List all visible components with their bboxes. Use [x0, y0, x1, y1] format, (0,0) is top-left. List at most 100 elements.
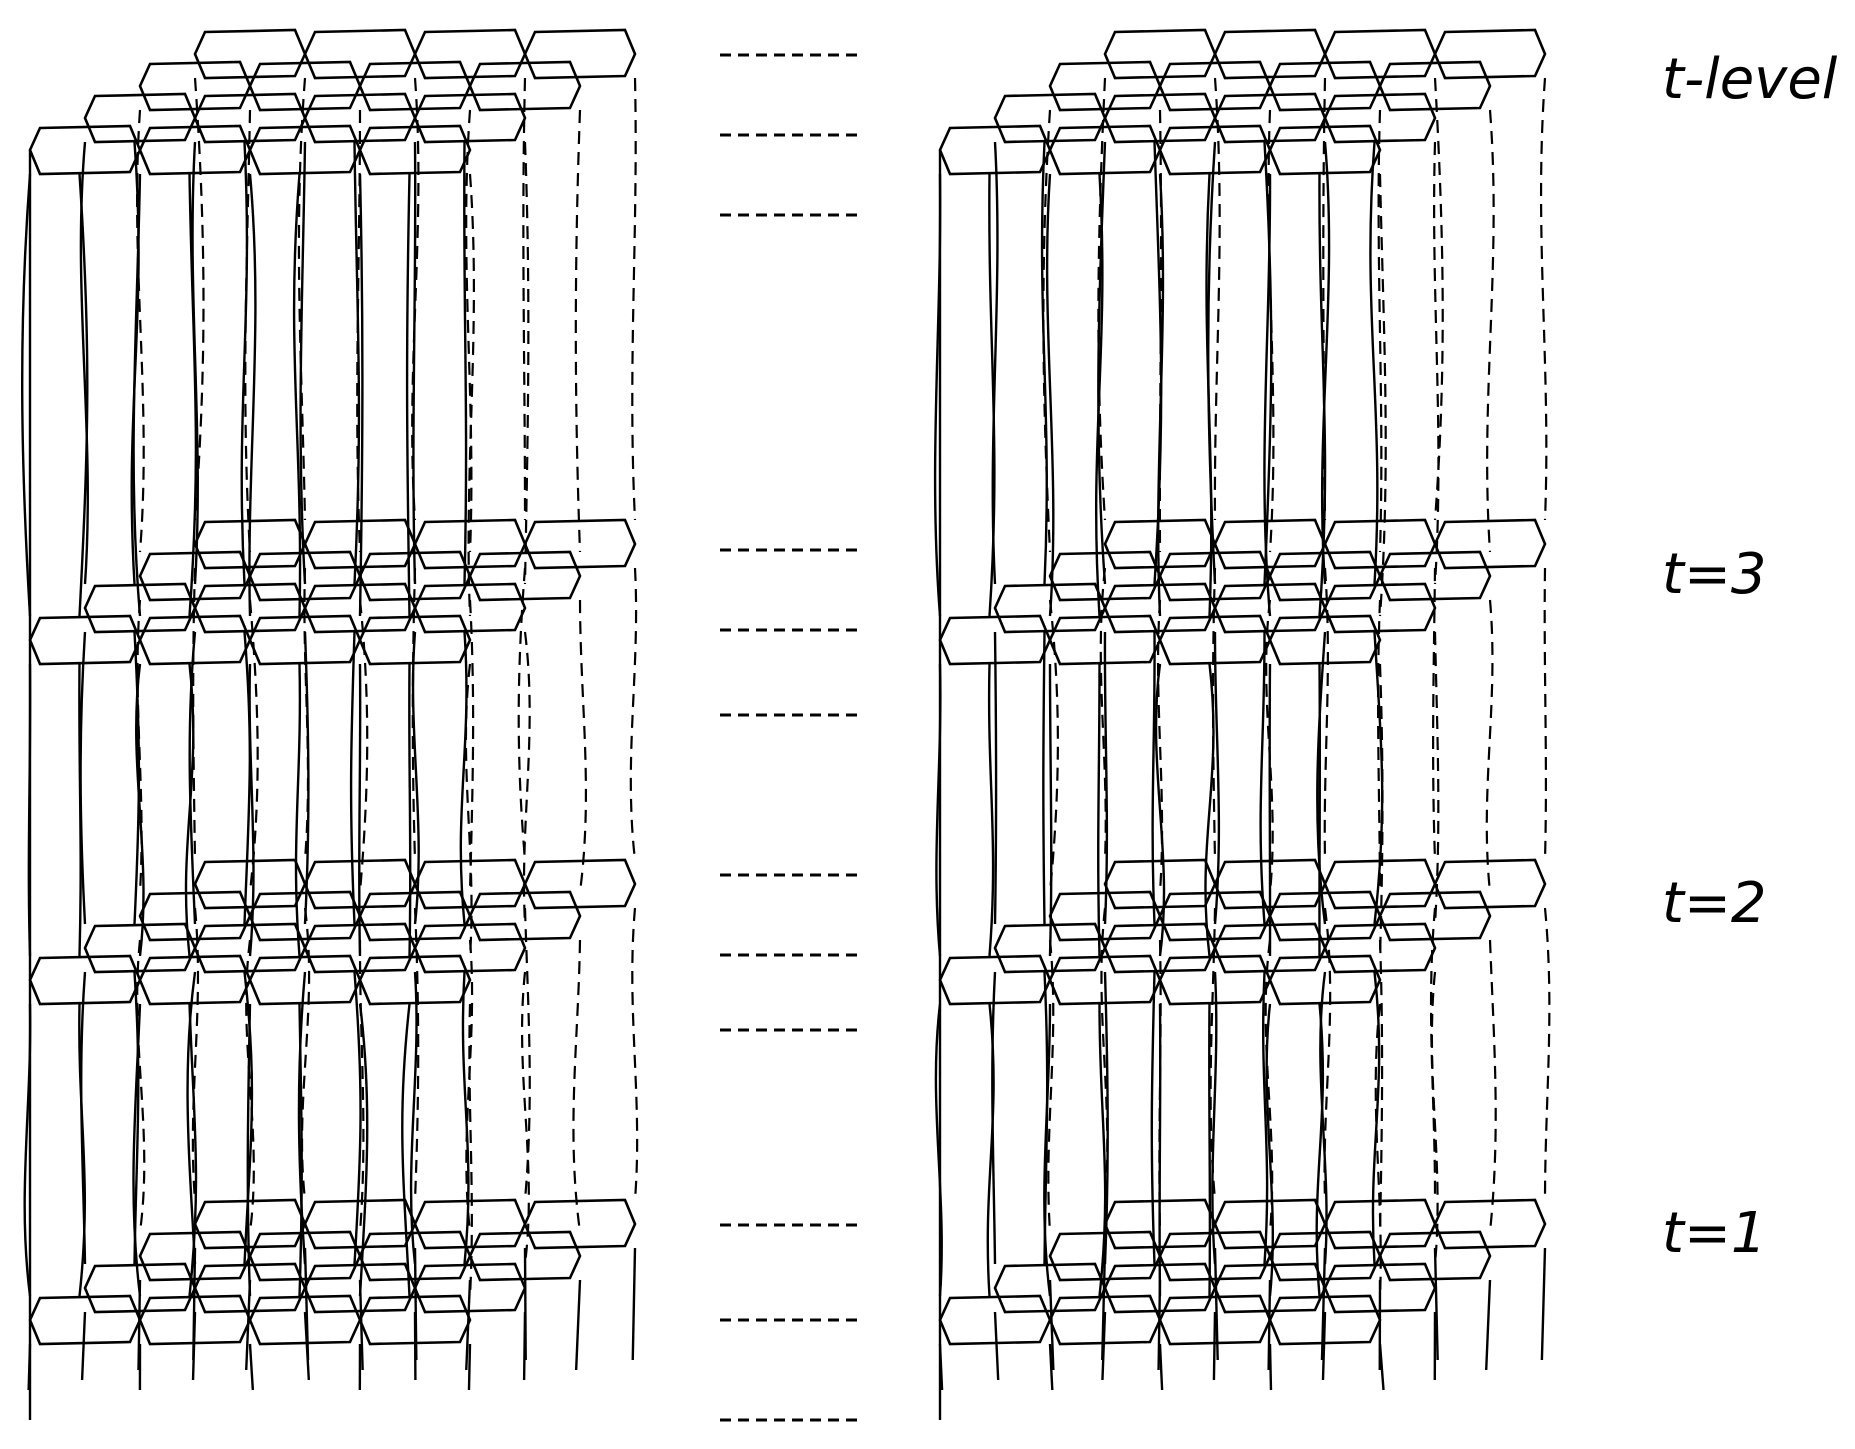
world-line: [413, 907, 420, 1201]
hex-cell: [413, 92, 527, 144]
world-line: [1543, 907, 1551, 1201]
world-line: [412, 141, 417, 585]
world-line: [132, 1003, 142, 1297]
world-line: [184, 663, 195, 957]
world-line: [993, 1311, 1000, 1381]
hex-cell: [413, 922, 527, 974]
world-line: [993, 631, 998, 925]
hex-cell: [1323, 922, 1437, 974]
world-line: [349, 631, 356, 925]
world-line: [358, 173, 364, 617]
world-line: [1154, 663, 1166, 957]
world-line: [132, 173, 142, 617]
world-line: [986, 1003, 995, 1297]
world-line: [1268, 1343, 1273, 1391]
hex-cell: [1378, 550, 1492, 602]
left-lattice: [21, 28, 639, 1420]
hex-cell: [523, 858, 637, 910]
world-line: [136, 109, 145, 553]
world-line: [240, 141, 249, 585]
world-line: [248, 663, 255, 957]
world-line: [193, 77, 205, 521]
world-line: [408, 663, 412, 957]
hex-cell: [413, 28, 527, 80]
world-line: [1378, 173, 1387, 617]
world-line: [463, 141, 468, 585]
world-line: [409, 971, 418, 1265]
world-line: [411, 567, 417, 861]
world-line: [1157, 173, 1165, 617]
hex-cell: [358, 124, 472, 176]
world-line: [578, 599, 588, 893]
world-line: [353, 971, 362, 1265]
world-line: [522, 1311, 527, 1381]
world-line: [1315, 1003, 1325, 1297]
world-line: [243, 631, 252, 925]
world-line: [294, 663, 302, 957]
hex-cell: [1323, 92, 1437, 144]
world-line: [934, 1003, 943, 1297]
world-line: [358, 599, 369, 893]
world-line: [987, 663, 995, 957]
world-line: [1430, 971, 1439, 1265]
world-line: [298, 1003, 303, 1297]
world-line: [1040, 141, 1048, 585]
hex-cell: [1323, 1262, 1437, 1314]
world-line: [1047, 939, 1055, 1233]
hex-cell: [468, 890, 582, 942]
world-line: [468, 599, 475, 893]
world-line: [1378, 1343, 1385, 1391]
world-line: [358, 1003, 369, 1297]
hex-cell: [1213, 518, 1327, 570]
level-dash-markers: [720, 53, 860, 1422]
world-line: [188, 631, 197, 925]
world-line: [1316, 631, 1327, 925]
world-line: [1433, 1247, 1439, 1361]
world-line: [1486, 109, 1495, 553]
world-line: [1321, 1311, 1327, 1381]
world-line: [1157, 1279, 1162, 1371]
hex-cell: [1323, 582, 1437, 634]
world-line: [1433, 141, 1440, 585]
hex-cell: [1378, 60, 1492, 112]
world-line: [1262, 971, 1269, 1265]
world-line: [1213, 1247, 1219, 1361]
world-line: [1043, 1003, 1052, 1297]
world-line: [1097, 141, 1107, 585]
world-line: [137, 1279, 142, 1371]
world-line: [1098, 1003, 1107, 1297]
world-line: [523, 907, 531, 1201]
world-line: [459, 631, 468, 925]
world-line: [1432, 567, 1437, 861]
hex-cell: [1378, 890, 1492, 942]
world-line: [572, 939, 582, 1233]
hex-cell: [523, 1198, 637, 1250]
world-line: [192, 567, 197, 861]
world-line: [1429, 907, 1437, 1201]
world-line: [1320, 141, 1331, 585]
world-line: [1211, 567, 1217, 861]
hex-cell: [468, 1230, 582, 1282]
world-line: [78, 663, 82, 957]
world-line: [988, 173, 996, 617]
world-line: [1485, 599, 1494, 893]
world-line: [1485, 1279, 1492, 1371]
hex-cell: [1213, 28, 1327, 80]
world-line: [1213, 631, 1221, 925]
world-line: [1208, 1003, 1212, 1297]
hex-cell: [413, 582, 527, 634]
world-line: [1377, 109, 1383, 553]
hex-cell: [1323, 28, 1437, 80]
hex-cell: [1323, 518, 1437, 570]
world-line: [1543, 567, 1548, 861]
world-line: [1540, 1247, 1547, 1361]
hex-cell: [468, 550, 582, 602]
world-line: [1097, 77, 1107, 521]
world-line: [631, 77, 637, 521]
world-line: [1267, 1279, 1272, 1371]
world-line: [411, 631, 420, 925]
world-line: [401, 1003, 411, 1297]
world-line: [1265, 1003, 1274, 1297]
world-line: [188, 1003, 198, 1297]
hex-cell: [358, 1294, 472, 1346]
